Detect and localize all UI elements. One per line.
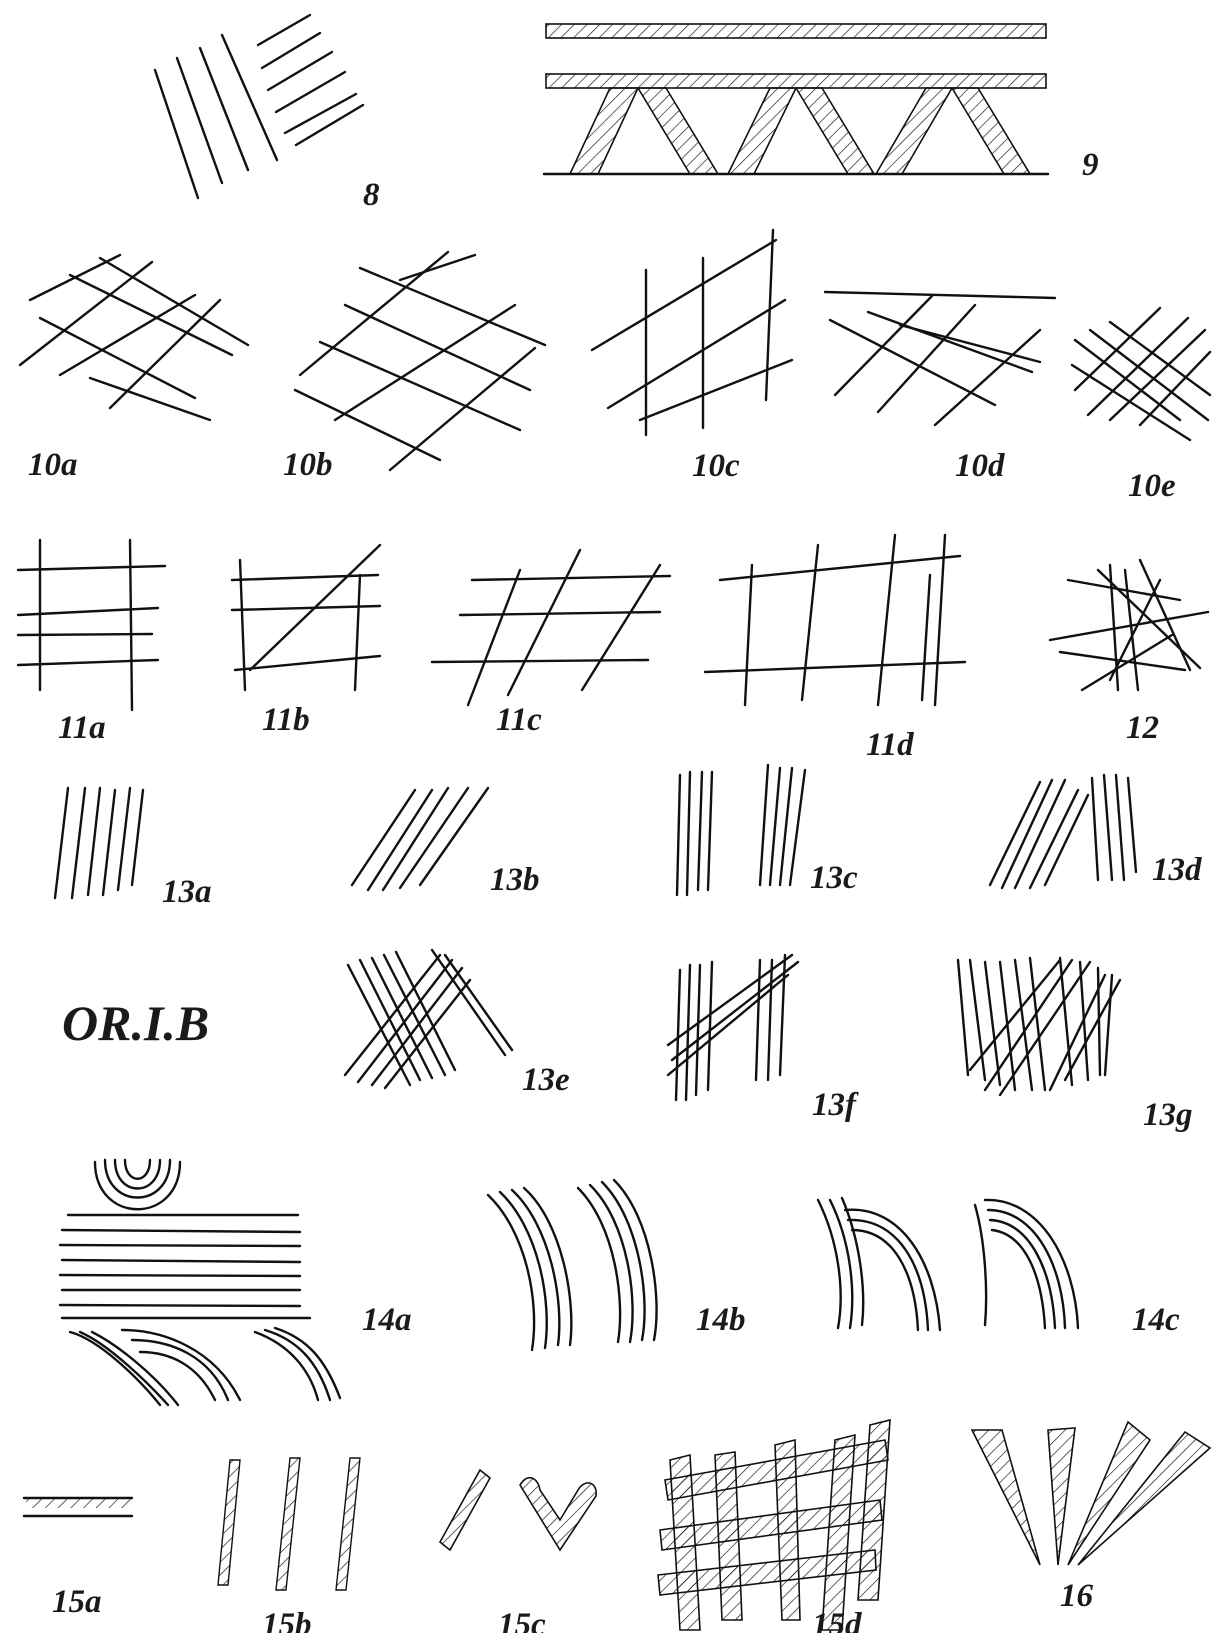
motif-13g (958, 958, 1120, 1095)
motif-label: 10a (28, 447, 78, 483)
plate-title: OR.I.B (62, 995, 209, 1051)
motif-10a (20, 255, 248, 420)
motif-label: 11d (866, 727, 914, 763)
motif-10d (825, 292, 1055, 425)
motif-label: 10e (1128, 468, 1176, 504)
motif-11c (432, 550, 670, 705)
motif-14a (60, 1160, 340, 1405)
motif-12 (1050, 560, 1208, 690)
motif-11b (232, 545, 380, 690)
motif-8: 8 (155, 15, 380, 213)
motif-13c (677, 765, 805, 895)
motif-label: 13d (1152, 852, 1202, 888)
motif-label: 14a (362, 1302, 412, 1338)
motif-label: 15b (262, 1607, 312, 1633)
motif-label: 13g (1143, 1097, 1193, 1133)
motif-label: 8 (363, 177, 380, 213)
motif-13b (352, 788, 488, 890)
motif-13f (668, 955, 798, 1100)
motif-13e (345, 950, 512, 1088)
motif-label: 14c (1132, 1302, 1180, 1338)
motif-label: 13e (522, 1062, 570, 1098)
motif-label: 16 (1060, 1578, 1094, 1614)
motif-15c (440, 1470, 596, 1550)
motif-14b (488, 1180, 657, 1350)
motif-16 (972, 1422, 1210, 1565)
motif-10c (592, 230, 792, 435)
motif-label: 11a (58, 710, 106, 746)
motif-15b (218, 1458, 360, 1590)
motif-15d (658, 1420, 890, 1630)
motif-label: 13b (490, 862, 540, 898)
motif-label: 13f (812, 1087, 859, 1123)
motif-label: 10c (692, 448, 740, 484)
motif-label: 9 (1082, 147, 1099, 183)
motif-label: 10d (955, 448, 1005, 484)
motif-label: 11c (496, 702, 542, 738)
motif-15a (24, 1498, 132, 1516)
motif-label: 15c (498, 1607, 546, 1633)
motif-10e (1072, 308, 1210, 440)
motif-label: 12 (1126, 710, 1159, 746)
motif-label: 13c (810, 860, 858, 896)
motif-11a (18, 540, 165, 710)
motif-9: 9 (544, 24, 1099, 183)
motif-label: 15d (812, 1607, 862, 1633)
motif-label: 14b (696, 1302, 746, 1338)
motif-10b (295, 252, 545, 470)
motif-label: 11b (262, 702, 310, 738)
motif-14c (818, 1198, 1078, 1330)
motif-label: 10b (283, 447, 333, 483)
motif-label: 13a (162, 874, 212, 910)
motif-label: 15a (52, 1584, 102, 1620)
motif-13d (990, 775, 1136, 888)
motif-13a (55, 788, 143, 898)
motif-11d (705, 535, 965, 705)
